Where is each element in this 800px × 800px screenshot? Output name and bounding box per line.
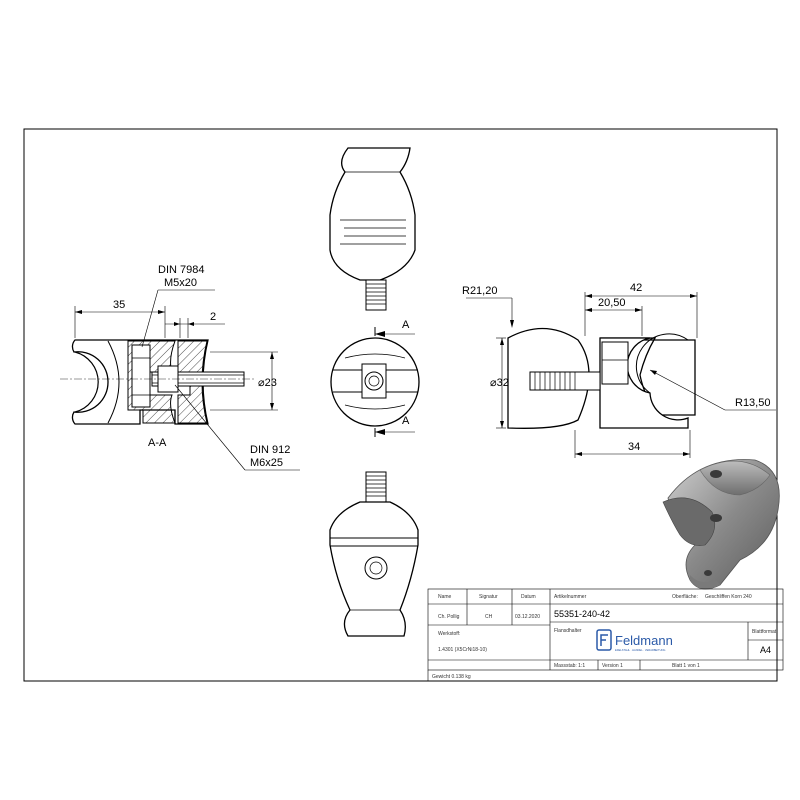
- dim-20-50: 20,50: [598, 297, 626, 309]
- tb-weight: Gewicht 0.138 kg: [432, 674, 471, 680]
- tb-description: Flansdhalter: [554, 628, 582, 634]
- title-block: Name Signatur Datum Artikelnummer Oberfl…: [427, 588, 784, 671]
- sheet-frame: [23, 128, 778, 682]
- bottom-view-stud: [365, 471, 387, 503]
- top-view: [329, 147, 416, 311]
- tb-format-value: A4: [760, 645, 771, 655]
- dim-34: 34: [628, 441, 640, 453]
- label-din912: DIN 912: [250, 444, 290, 456]
- tb-material-value: 1.4301 (X5CrNi18-10): [438, 647, 487, 653]
- tb-signature: CH: [485, 614, 493, 620]
- tb-company: Feldmann: [615, 633, 673, 648]
- section-view: 35 2 ⌀23 DIN 7984 M5x20 DIN 912 M6x25 A-…: [60, 264, 300, 471]
- dim-35: 35: [113, 299, 125, 311]
- isometric-render: [662, 459, 780, 590]
- top-view-stud: [365, 279, 387, 311]
- tb-surface-value: Geschliffen Korn 240: [705, 594, 752, 600]
- dim-2: 2: [210, 311, 216, 323]
- label-din7984: DIN 7984: [158, 264, 204, 276]
- tb-col-name: Name: [438, 594, 452, 600]
- dim-diameter-32: ⌀32: [490, 377, 509, 389]
- tb-company-tagline: EDELSTAHL · HANDEL · VERARBEITUNG: [615, 648, 665, 652]
- bottom-view-body: [329, 501, 419, 637]
- bottom-view: [329, 471, 419, 637]
- section-caption: A-A: [148, 437, 167, 449]
- tb-sheet: Blatt 1 von 1: [672, 663, 700, 669]
- tb-col-date: Datum: [521, 594, 536, 600]
- label-m5x20: M5x20: [164, 277, 197, 289]
- dim-r21: R21,20: [462, 285, 497, 297]
- section-marker-top: A: [402, 319, 410, 331]
- tb-surface-label: Oberfläche:: [672, 594, 698, 600]
- tb-drawn-by: Ch. Pollig: [438, 614, 460, 620]
- tb-col-signature: Signatur: [479, 594, 498, 600]
- section-marker-bottom: A: [402, 415, 410, 427]
- dim-diameter-23: ⌀23: [258, 377, 277, 389]
- label-m6x25: M6x25: [250, 457, 283, 469]
- top-view-body: [329, 147, 416, 281]
- dim-42: 42: [630, 282, 642, 294]
- side-view: R21,20 42 20,50 ⌀32 R13,50 34: [462, 282, 776, 458]
- tb-material-label: Werkstoff:: [438, 631, 460, 637]
- feldmann-logo-icon: [596, 629, 612, 651]
- screw-m5: [131, 344, 151, 408]
- tb-article-label: Artikelnummer: [554, 594, 587, 600]
- dim-r13: R13,50: [735, 397, 770, 409]
- center-view: A A: [330, 319, 420, 437]
- tb-date: 03.12.2020: [515, 614, 540, 620]
- tb-article-no: 55351-240-42: [554, 609, 610, 619]
- tb-version: Version 1: [602, 663, 623, 669]
- tb-format-label: Blattformat: [752, 629, 777, 635]
- tb-scale: Massstab: 1:1: [554, 663, 585, 669]
